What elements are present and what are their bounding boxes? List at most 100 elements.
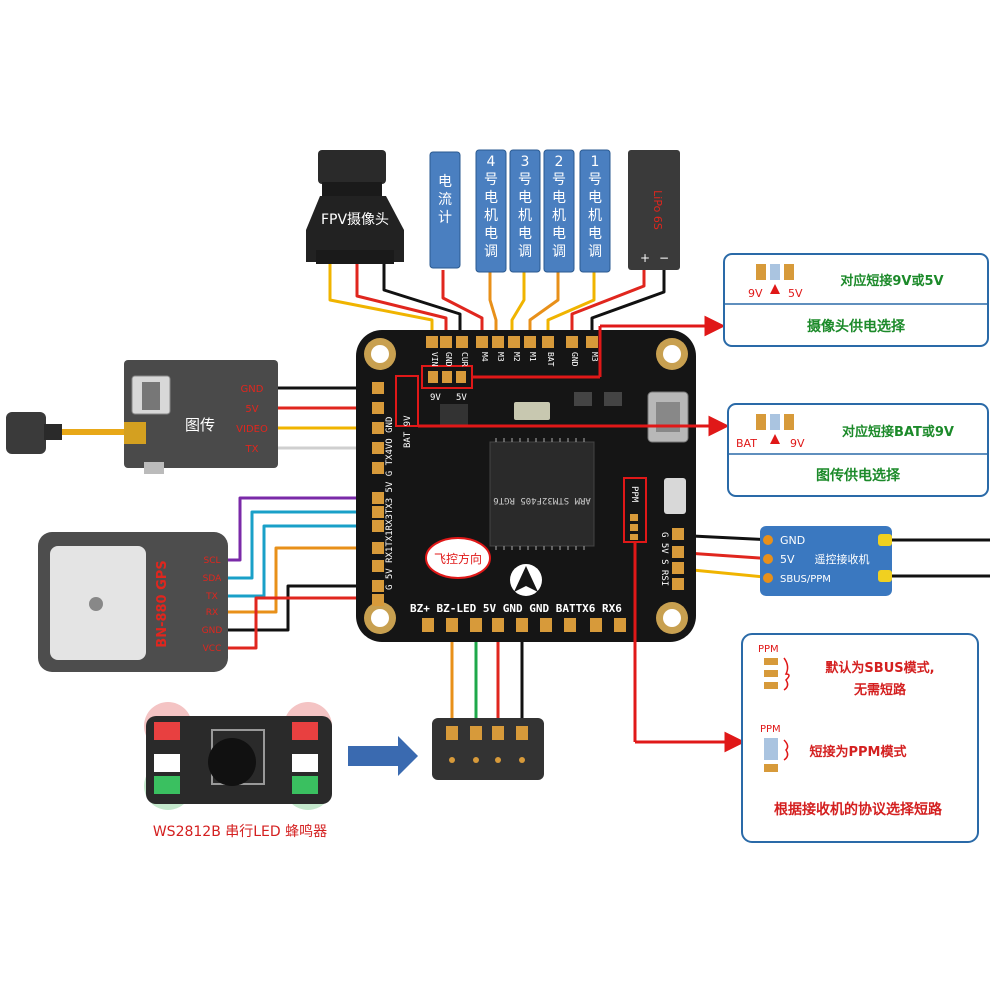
right-pads <box>672 528 684 590</box>
camera-body <box>306 196 404 262</box>
gps-pin-tx: TX <box>205 592 218 602</box>
gps-pin-vcc: VCC <box>203 644 222 654</box>
top-pin-label: VIN <box>430 352 439 367</box>
wire-gps-sda <box>228 510 378 580</box>
callout-camera-power: 9V 5V 对应短接9V或5V 摄像头供电选择 <box>723 253 989 347</box>
vtx-callout-left: BAT <box>736 437 757 450</box>
direction-label: 飞控方向 <box>434 551 482 566</box>
vtx-pin-5v: 5V <box>245 404 258 415</box>
wire-cam-black <box>382 262 462 345</box>
fc-bat-9v: BAT 9V <box>403 415 413 448</box>
vtx-callout-subtitle: 图传供电选择 <box>816 467 901 484</box>
fpv-camera: FPV摄像头 <box>306 150 404 264</box>
chip-label: ARM STM32F405 RGT6 <box>493 495 591 505</box>
cam-callout-title: 对应短接9V或5V <box>840 273 943 289</box>
vtx-pin-video: VIDEO <box>236 424 268 435</box>
ppm-line1: 默认为SBUS模式, <box>825 660 934 676</box>
bottom-pin-labels: BZ+ BZ-LED 5V GND GND BATTX6 RX6 <box>410 602 622 615</box>
arrow-icon <box>514 566 538 592</box>
gps-pin-rx: RX <box>206 608 218 618</box>
fc-pad-5v: 5V <box>456 393 467 403</box>
top-pin-label: M2 <box>512 352 521 362</box>
vtx-pin-tx: TX <box>245 444 259 455</box>
camera-lens <box>318 150 386 184</box>
ppm-mid-label: PPM <box>760 724 781 735</box>
fc-ppm-label: PPM <box>629 486 639 503</box>
vtx-callout-title: 对应短接BAT或9V <box>842 424 954 440</box>
wire-gps-vcc <box>228 596 378 650</box>
top-pin-label: M3 <box>496 352 505 362</box>
top-pin-label: GND <box>570 352 579 367</box>
lipo-battery <box>628 150 680 270</box>
camera-label: FPV摄像头 <box>321 212 389 228</box>
wire-gps-tx <box>228 524 378 598</box>
direction-marker <box>425 537 491 579</box>
lipo-label: LiPo 6S <box>651 190 664 230</box>
left-pads <box>372 382 384 606</box>
boot-button <box>664 478 686 514</box>
vtx-pin-gnd: GND <box>241 384 264 395</box>
ppm-top-label: PPM <box>758 644 779 655</box>
cam-callout-left: 9V <box>748 287 763 300</box>
ppm-line2: 无需短路 <box>853 682 907 698</box>
esc-slot-current <box>429 151 461 269</box>
cam-callout-subtitle: 摄像头供电选择 <box>807 318 906 335</box>
esc-slot-m2 <box>543 149 575 273</box>
top-pin-label: M3 <box>590 352 599 362</box>
vtx-antenna-tip <box>6 412 46 454</box>
lipo-minus: − <box>659 251 669 265</box>
wire-gps-rx <box>228 546 378 614</box>
vtx-jumper-highlight <box>395 375 419 427</box>
ppm-footer: 根据接收机的协议选择短路 <box>774 801 943 818</box>
red-arrows <box>418 315 746 753</box>
wire-gps-gnd <box>228 584 378 632</box>
esc-slot-m1 <box>579 149 611 273</box>
gps-label: BN-880 GPS <box>155 560 170 647</box>
led-buzzer-board: WS2812B 串行LED 蜂鸣器 <box>144 702 332 840</box>
led-caption: WS2812B 串行LED 蜂鸣器 <box>153 823 327 840</box>
receiver-pin-sbus: SBUS/PPM <box>780 574 831 585</box>
receiver-pin-gnd: GND <box>780 534 805 547</box>
top-pin-label: GND <box>444 352 453 367</box>
gps-pin-scl: SCL <box>203 556 220 566</box>
blue-arrow <box>348 736 418 776</box>
vtx-label: 图传 <box>185 416 215 434</box>
rc-receiver: GND 5V SBUS/PPM 遥控接收机 <box>760 526 892 596</box>
top-pin-label: CUR <box>460 352 469 367</box>
wire-gps-scl <box>228 496 378 562</box>
buzzer <box>208 738 256 786</box>
gps-module: BN-880 GPS SCL SDA TX RX GND VCC <box>38 532 228 672</box>
callout-ppm: PPM 默认为SBUS模式, 无需短路 PPM 短接为PPM模式 根据接收机的协… <box>741 633 979 843</box>
esc-slot-m3 <box>509 149 541 273</box>
flight-controller: 9V 5V G 5V RX1TX1RX3TX3 5V G TX4VO GND B… <box>356 330 696 642</box>
lipo-plus: + <box>640 251 650 265</box>
left-pin-labels: G 5V RX1TX1RX3TX3 5V G TX4VO GND <box>385 417 395 590</box>
receiver-body <box>760 526 892 596</box>
right-pin-labels: G 5V S RSI <box>659 532 669 586</box>
top-pin-label: M1 <box>528 352 537 362</box>
gps-pin-sda: SDA <box>203 574 222 584</box>
cam-callout-right: 5V <box>788 287 803 300</box>
vtx-module: 图传 GND 5V VIDEO TX <box>6 360 278 474</box>
fc-pad-9v: 9V <box>430 393 441 403</box>
bottom-pads <box>422 618 626 632</box>
esc-slot-m4 <box>475 149 507 273</box>
led-connector <box>432 718 544 780</box>
top-pin-label: BAT <box>546 352 555 367</box>
top-pads <box>426 336 598 348</box>
ppm-line3: 短接为PPM模式 <box>810 744 907 760</box>
vtx-callout-right: 9V <box>790 437 805 450</box>
receiver-label: 遥控接收机 <box>815 552 870 566</box>
esc-label-current: 电流计 <box>438 174 452 226</box>
gps-pin-gnd: GND <box>202 626 223 636</box>
receiver-pin-5v: 5V <box>780 553 795 566</box>
mcu-chip <box>489 441 595 547</box>
callout-vtx-power: BAT 9V 对应短接BAT或9V 图传供电选择 <box>727 403 989 497</box>
top-pin-label: M4 <box>480 352 489 362</box>
